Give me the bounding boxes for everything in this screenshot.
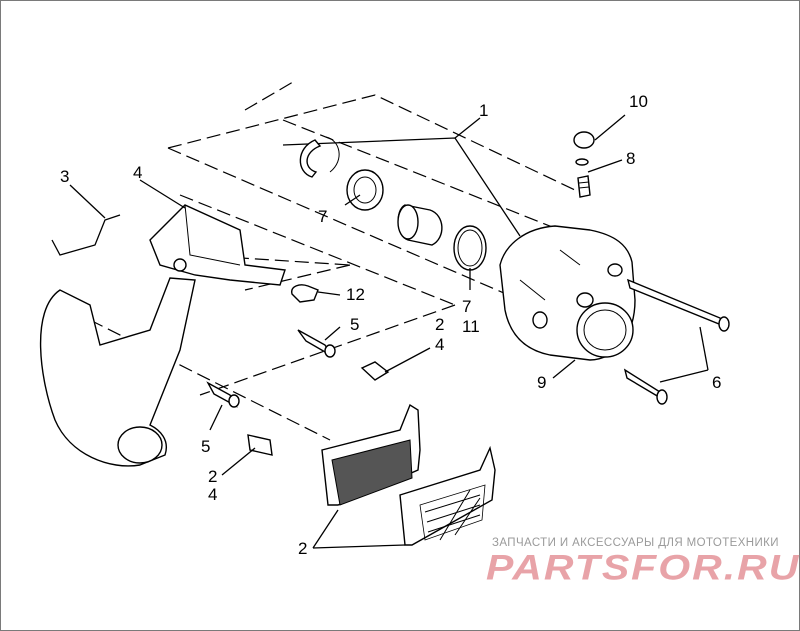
bleeder-screw <box>577 175 591 198</box>
plug <box>291 284 319 303</box>
pin-lower <box>206 381 240 408</box>
callout-5-lower: 5 <box>201 437 210 456</box>
callout-labels: 1 10 8 3 4 7 12 5 7 11 2 4 9 6 5 2 4 2 <box>60 92 721 558</box>
callout-5-upper: 5 <box>350 315 359 334</box>
callout-8: 8 <box>626 149 635 168</box>
callout-6: 6 <box>712 373 721 392</box>
pin-upper <box>297 329 336 358</box>
callout-2-pads: 2 <box>298 539 307 558</box>
callout-2-upper: 2 <box>435 315 444 334</box>
callout-2-lower: 2 <box>208 467 217 486</box>
callout-7-dust-seal: 7 <box>318 207 327 226</box>
pad-spring <box>51 214 121 256</box>
pad-clip-upper <box>360 361 390 381</box>
watermark-logo: PARTSFOR.RU <box>486 548 800 588</box>
watermark-caption: ЗАПЧАСТИ И АКСЕССУАРЫ ДЛЯ МОТОТЕХНИКИ <box>492 537 779 549</box>
callout-7-piston-seal: 7 <box>462 297 471 316</box>
callout-11: 11 <box>462 317 480 336</box>
callout-9: 9 <box>537 373 546 392</box>
caliper-mounting-plate <box>39 277 196 467</box>
piston-seal <box>453 225 487 271</box>
bleeder-cap <box>573 131 595 166</box>
callout-10: 10 <box>629 92 648 111</box>
callout-4-bracket: 4 <box>133 163 142 182</box>
caliper-bracket <box>149 204 286 286</box>
callout-12: 12 <box>346 285 365 304</box>
mounting-bolt-upper <box>626 278 730 332</box>
dust-seal <box>346 169 384 211</box>
caliper-body <box>499 225 636 361</box>
mounting-bolt-lower <box>623 368 668 405</box>
leader-lines <box>69 114 709 549</box>
retaining-ring <box>299 139 322 178</box>
callout-4-upper: 4 <box>435 335 444 354</box>
callout-1: 1 <box>479 101 488 120</box>
callout-4-lower: 4 <box>208 485 217 504</box>
pad-clip-lower <box>247 434 273 456</box>
piston <box>397 204 443 246</box>
brake-pad-outer <box>399 445 496 546</box>
brake-pad-inner <box>321 403 421 506</box>
callout-3: 3 <box>60 167 69 186</box>
